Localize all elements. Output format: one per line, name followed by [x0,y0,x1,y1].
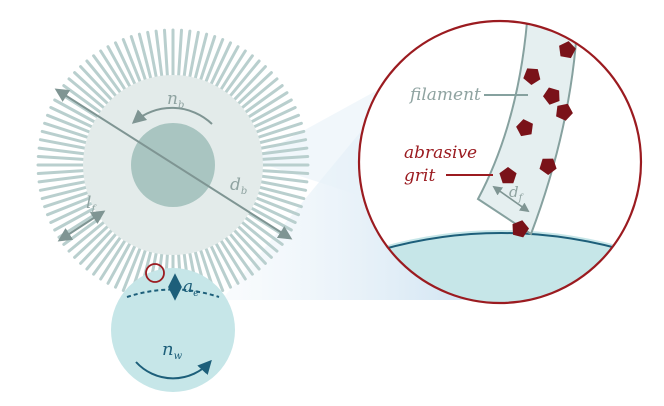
abrasive-grit [516,119,533,137]
label-lf: lf [86,193,97,215]
label-abrasive: abrasive [404,143,477,163]
abrasive-grits [499,41,576,238]
contact-zone-marker [145,263,165,283]
workpiece-rotation-arrow [135,359,212,380]
depth-of-cut-line [126,288,220,298]
abrasive-grit [556,103,573,121]
label-db: db [230,175,247,197]
label-nw: nw [162,339,183,362]
abrasive-grit [499,167,517,184]
brush-core [131,123,215,207]
abrasive-grit [512,220,529,238]
label-grit: grit [404,166,435,186]
label-df: df [509,183,525,204]
abrasive-grit [543,87,560,105]
label-ae: ae [183,277,199,299]
abrasive-grit [539,158,557,175]
workpiece [111,268,235,392]
magnified-workpiece-edge [359,232,641,259]
brush-diameter-arrow [54,88,293,240]
filament-diameter-arrow [492,185,530,213]
abrasive-grit [523,68,541,85]
filament-length-arrow [57,210,106,242]
label-filament: filament [408,85,481,105]
abrasive-grit [559,41,576,59]
